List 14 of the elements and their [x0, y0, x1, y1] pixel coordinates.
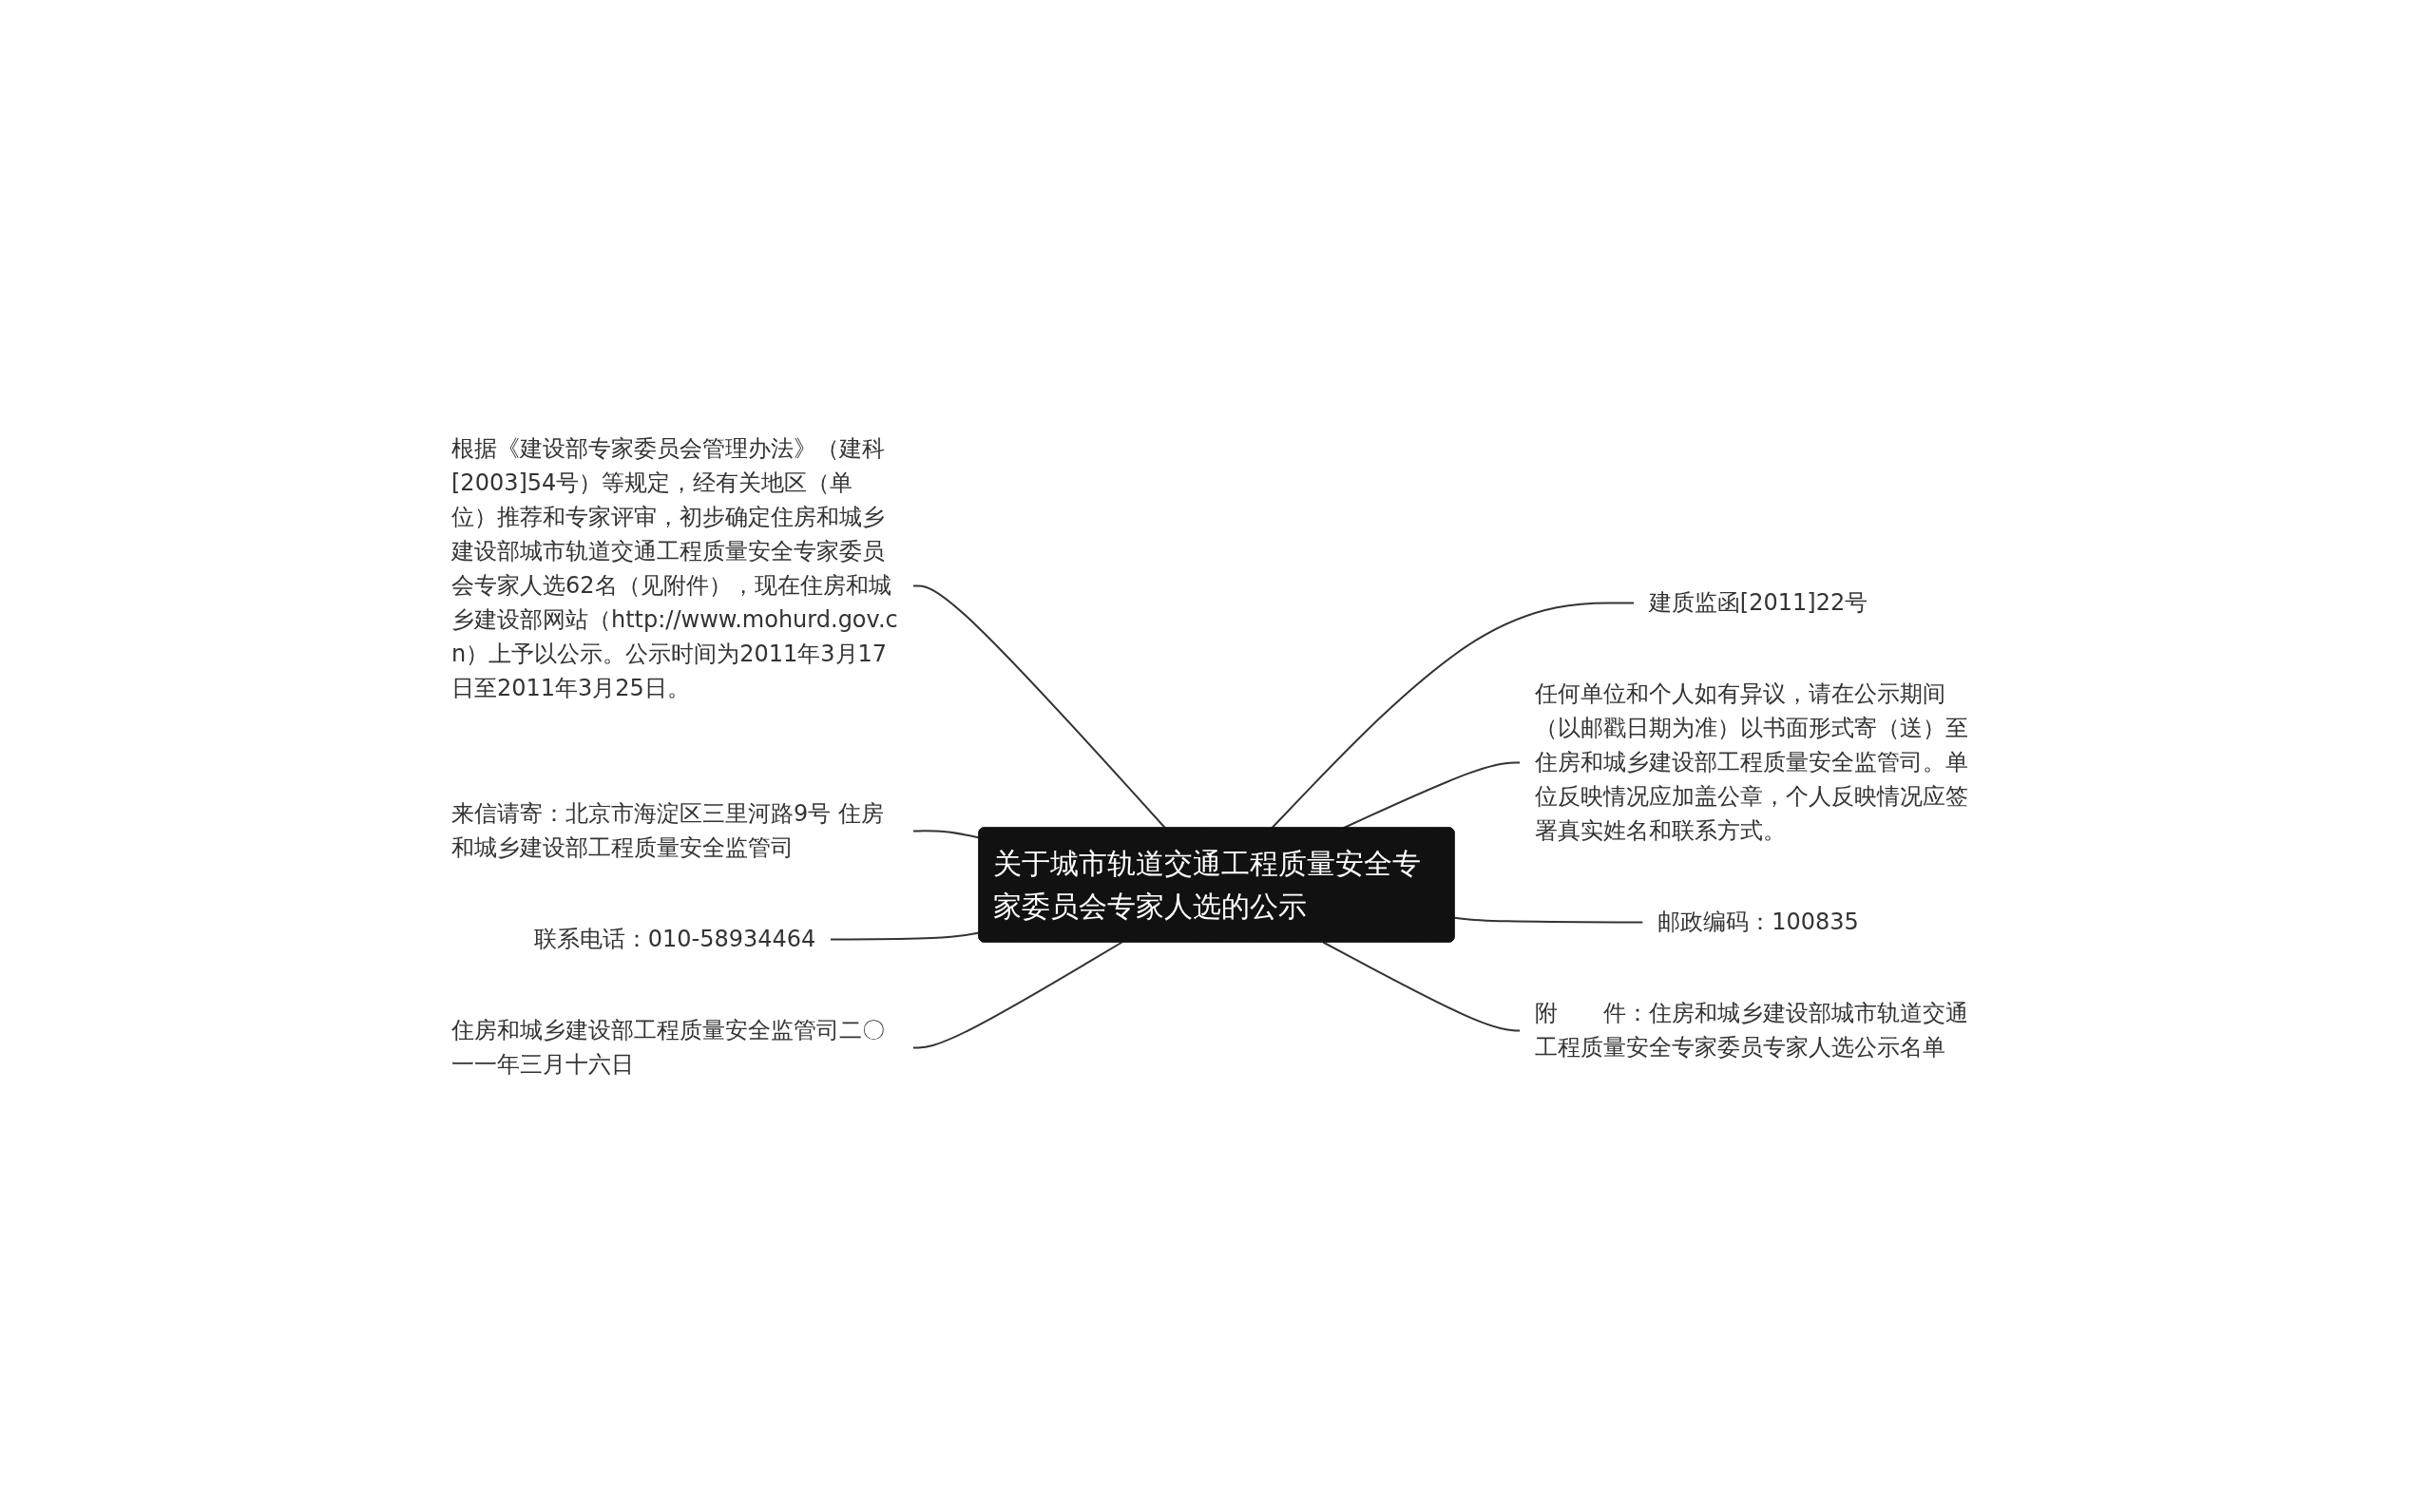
node-text: 任何单位和个人如有异议，请在公示期间（以邮戳日期为准）以书面形式寄（送）至住房和城乡建设部工程质量安全监管司。单位反映情况应加盖公章，个人反映情况应签署真实姓名和联系方式。 [1535, 679, 1968, 844]
node-text: 附 件：住房和城乡建设部城市轨道交通工程质量安全专家委员专家人选公示名单 [1535, 999, 1968, 1061]
connector [1453, 916, 1645, 923]
connector [1322, 941, 1523, 1031]
connector [911, 941, 1123, 1048]
node-text: 来信请寄：北京市海淀区三里河路9号 住房和城乡建设部工程质量安全监管司 [451, 799, 884, 861]
node-text: 建质监函[2011]22号 [1648, 588, 1868, 616]
connector [911, 829, 981, 838]
node-text: 邮政编码：100835 [1657, 908, 1859, 935]
node-text: 住房和城乡建设部工程质量安全监管司二〇一一年三月十六日 [451, 1016, 885, 1078]
node-text: 根据《建设部专家委员会管理办法》（建科[2003]54号）等规定，经有关地区（单位）推荐和专家评审，初步确定住房和城乡建设部城市轨道交通工程质量安全专家委员会专家人选62名（见附件），现在住房和城乡建设部网站（http://www.mohurd.gov.cn）上予以公示。公示时间为2011年3月17日至2011年3月25日。 [451, 434, 898, 701]
node-text: 联系电话：010-58934464 [533, 925, 816, 952]
connector [911, 584, 1167, 829]
connector [829, 931, 981, 940]
